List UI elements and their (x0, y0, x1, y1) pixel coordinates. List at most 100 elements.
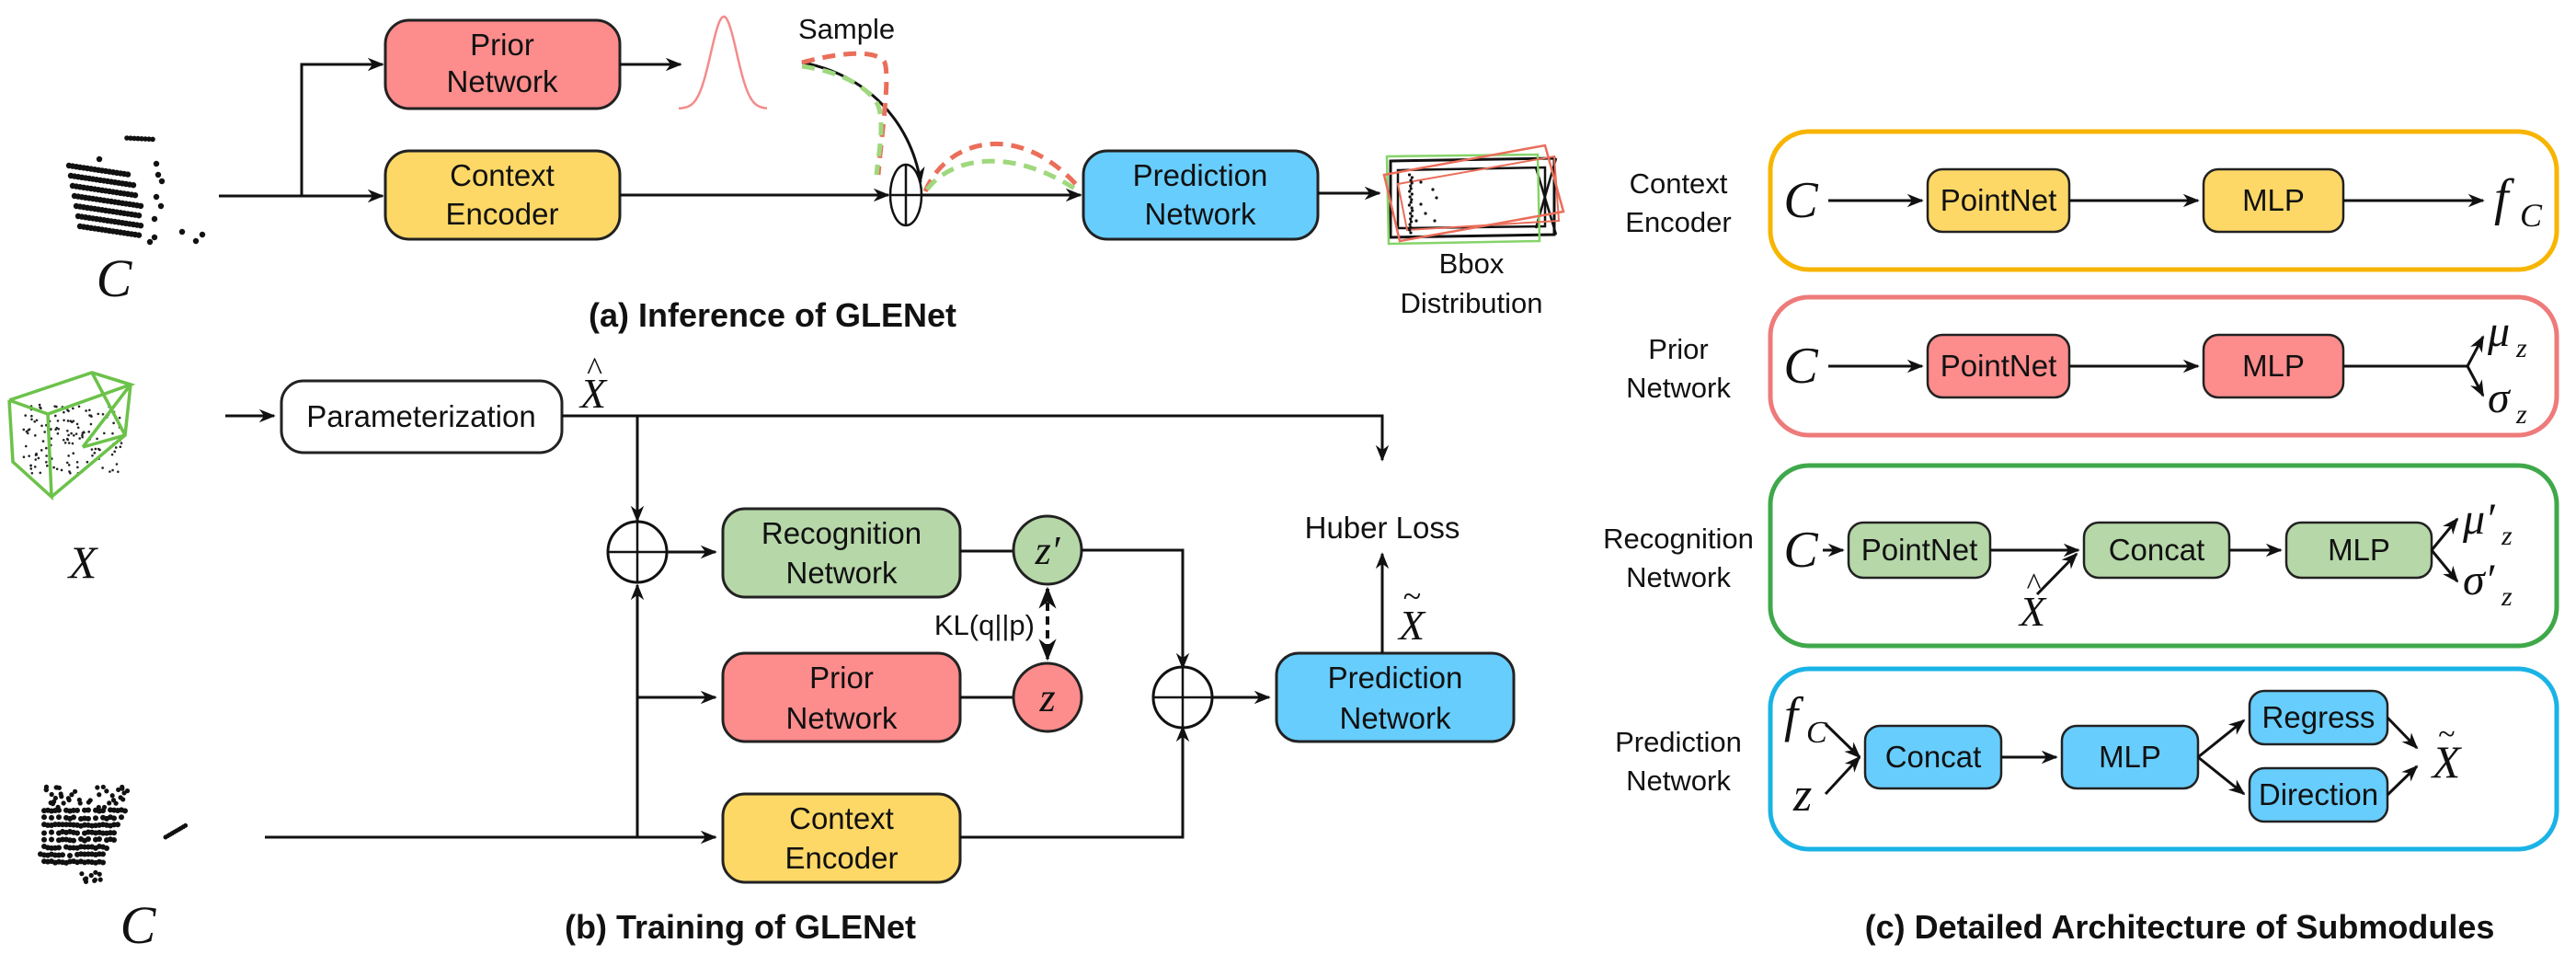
input-c: C (1783, 522, 1818, 579)
input-z: z (1792, 769, 1812, 822)
mlp-block: MLP (2060, 724, 2200, 790)
regress-block-label: Regress (2262, 700, 2376, 734)
concat-block-label: Concat (2109, 533, 2205, 567)
prior-network-label-line2-a: Network (446, 64, 558, 98)
parameterization-label: Parameterization (306, 399, 535, 433)
arrow (2386, 716, 2419, 750)
direction-block: Direction (2248, 766, 2389, 823)
submodule-panel-1 (1768, 129, 2559, 272)
bbox-distribution-icon (1382, 144, 1565, 246)
edge-context-to-oplus-b (960, 725, 1190, 839)
submodule-name-line2: Network (1626, 561, 1731, 593)
x-tilde-accent: ~ (2438, 718, 2455, 752)
context-encoder-label-line2-a: Encoder (446, 197, 559, 231)
gt-x-label: X (67, 536, 99, 588)
gt-box-point-cloud (7, 371, 136, 501)
output-fc: f (2494, 169, 2515, 226)
z-prime-label: z′ (1035, 528, 1061, 573)
submodule-name-line2: Encoder (1625, 206, 1731, 238)
context-encoder-box-a: Context Encoder (384, 149, 622, 241)
mlp-block-label: MLP (2242, 349, 2305, 383)
submodule-name-line1: Recognition (1603, 523, 1754, 555)
input-c: C (1783, 172, 1818, 229)
caption-a: (a) Inference of GLENet (589, 296, 956, 334)
mlp-block: MLP (2202, 167, 2345, 234)
context-point-cloud-b (38, 784, 189, 884)
output-sigma-sub: z (2515, 399, 2527, 430)
prediction-label-line2-b: Network (1339, 701, 1451, 735)
mlp-block-label: MLP (2328, 533, 2390, 567)
x-hat-label: X (578, 370, 608, 417)
concat-block-label: Concat (1885, 740, 1982, 774)
submodule-name-line1: Prior (1648, 333, 1708, 365)
pointnet-block: PointNet (1847, 521, 1992, 580)
side-input-xhat: X (2018, 588, 2047, 635)
gaussian-distribution-icon (678, 15, 768, 110)
context-label-line2-b: Encoder (785, 841, 899, 875)
output-fc-sub: C (2520, 197, 2543, 234)
arrow-mu (2430, 517, 2459, 551)
concat-block: Concat (2082, 521, 2231, 580)
input-c-label-a: C (97, 248, 133, 308)
panel-c-submodules: ContextEncoderPriorNetworkRecognitionNet… (1603, 129, 2559, 852)
sample-arrow-black (801, 61, 925, 184)
sample-arc-red (922, 142, 1082, 192)
concat-block: Concat (1863, 724, 2003, 790)
xhat-accent: ^ (2026, 568, 2042, 602)
parameterization-box: Parameterization (280, 379, 564, 454)
point (135, 232, 143, 238)
arrow-mu (2466, 335, 2485, 367)
context-label-line1-b: Context (789, 801, 894, 835)
input-fc: f (1784, 687, 1804, 742)
output-sigma: σ (2488, 374, 2512, 422)
x-tilde-accent: ~ (1402, 578, 1420, 615)
regress-block: Regress (2248, 689, 2389, 746)
z-prime-node: z′ (1012, 514, 1083, 586)
x-tilde-label: X (1397, 602, 1426, 649)
z-label: z (1038, 675, 1055, 720)
sample-label: Sample (798, 13, 895, 45)
prior-label-line2-b: Network (785, 701, 898, 735)
oplus-combine-a (888, 163, 923, 227)
bbox-label-line1: Bbox (1439, 247, 1505, 280)
prediction-label-line1-b: Prediction (1328, 661, 1463, 695)
prediction-network-rect-a (1082, 149, 1320, 241)
context-point-cloud-a (65, 135, 206, 246)
pointnet-block-label: PointNet (1861, 533, 1978, 567)
input-c: C (1783, 338, 1818, 395)
oplus-recognition-input (606, 520, 669, 584)
pointnet-block-label: PointNet (1941, 349, 2057, 383)
submodule-panel-2 (1768, 294, 2559, 438)
submodule-name-line2: Network (1626, 765, 1731, 797)
prior-network-label-line1-a: Prior (470, 28, 534, 62)
arrow-xhat (2035, 552, 2078, 596)
submodule-name-line1: Prediction (1615, 726, 1742, 758)
output-mu: μ (2487, 307, 2510, 356)
pointnet-block-label: PointNet (1941, 183, 2057, 217)
point (130, 182, 137, 189)
output-mu-sub: z (2515, 333, 2527, 363)
sample-arrow-red (801, 51, 889, 176)
panel-b-training: X Parameterization X ^ C Recognition Net… (7, 351, 1516, 955)
context-encoder-label-line1-a: Context (450, 158, 555, 192)
prediction-network-box-a: Prediction Network (1082, 149, 1320, 241)
recognition-network-box-b: Recognition Network (721, 507, 962, 599)
mlp-block-label: MLP (2099, 740, 2161, 774)
output-sigma-sub: z (2501, 581, 2513, 612)
pointnet-block: PointNet (1926, 167, 2071, 234)
point (137, 202, 144, 209)
edge-zprime-to-oplus (1082, 548, 1190, 670)
huber-loss-label: Huber Loss (1305, 511, 1460, 545)
output-sigma-prime: σ′ (2463, 556, 2496, 604)
pointnet-block: PointNet (1926, 333, 2071, 399)
oplus-prediction-input (1151, 665, 1214, 730)
sample-arrow-green (801, 63, 884, 176)
prior-network-box-b: Prior Network (721, 651, 962, 743)
arrow (2197, 719, 2246, 759)
recognition-label-line2-b: Network (785, 556, 898, 590)
context-encoder-box-b: Context Encoder (721, 792, 962, 884)
output-mu-prime: μ′ (2462, 495, 2496, 544)
arrow (2197, 755, 2246, 796)
z-node: z (1012, 661, 1083, 733)
point (124, 171, 132, 178)
